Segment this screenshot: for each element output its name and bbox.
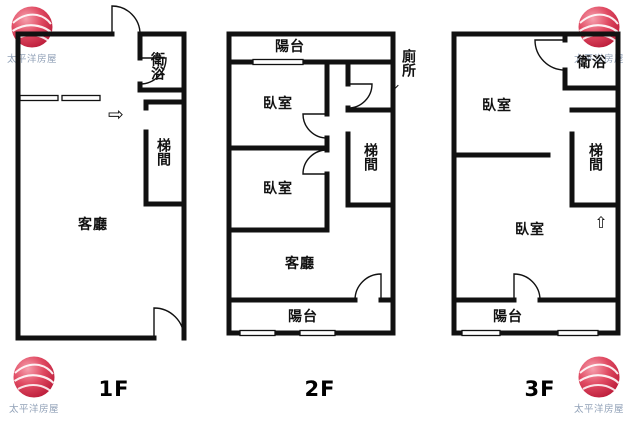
floorplan-2f	[226, 31, 396, 337]
logo-swirl	[578, 24, 620, 34]
watermark-top-left: 太平洋房屋	[0, 5, 64, 65]
window	[19, 94, 59, 102]
entry-arrow-icon: ⇨	[108, 103, 124, 126]
wall-path	[15, 31, 187, 341]
door-arc	[111, 5, 185, 339]
watermark-brand-text: 太平洋房屋	[8, 404, 59, 415]
pacific-realty-logo-icon	[578, 356, 620, 398]
pacific-realty-logo-icon	[11, 6, 53, 48]
logo-swirl	[13, 374, 55, 384]
window	[252, 58, 304, 66]
room-label-bath-1f: 衛浴	[149, 52, 165, 80]
floor-label-3f: 3F	[524, 377, 556, 401]
stairs-up-arrow-icon: ⇧	[594, 213, 608, 232]
door-arc	[302, 83, 382, 301]
watermark-brand-text: 太平洋房屋	[6, 54, 57, 65]
floor-label-1f: 1F	[98, 377, 130, 401]
doors-1f	[111, 5, 185, 339]
room-label-balcony-bottom-2f: 陽台	[288, 309, 318, 325]
room-label-bedroom-lower-2f: 臥室	[263, 181, 293, 197]
room-label-stairwell-2f: 梯間	[362, 143, 378, 171]
walls-2f	[226, 31, 396, 336]
watermark-bottom-left: 太平洋房屋	[2, 355, 66, 415]
room-label-toilet-2f: 廁所	[400, 49, 416, 77]
room-label-stairwell-1f: 梯間	[155, 138, 171, 166]
floorplan-1f	[15, 5, 187, 341]
watermark-bottom-right: 太平洋房屋	[567, 355, 631, 415]
windows-3f	[461, 329, 599, 337]
room-label-living-1f: 客廳	[78, 217, 108, 233]
logo-swirl	[579, 13, 619, 25]
wall-path	[226, 31, 396, 336]
doors-3f	[513, 39, 566, 301]
logo-swirl	[11, 24, 53, 34]
logo-swirl	[17, 384, 52, 392]
window	[61, 94, 101, 102]
door-arc	[513, 39, 566, 301]
watermark-brand-text: 太平洋房屋	[573, 54, 624, 65]
windows-2f	[239, 58, 336, 337]
toilet-pointer-arrow-icon: ↙	[389, 81, 401, 97]
walls-3f	[451, 31, 621, 336]
window	[239, 329, 276, 337]
room-label-balcony-top-2f: 陽台	[275, 39, 305, 55]
doors-2f	[302, 83, 382, 301]
logo-swirl	[14, 363, 54, 375]
watermark-brand-text: 太平洋房屋	[573, 404, 624, 415]
window	[299, 329, 336, 337]
floor-label-2f: 2F	[304, 377, 336, 401]
room-label-bath-3f: 衛浴	[577, 55, 607, 71]
windows-1f	[19, 94, 101, 102]
logo-swirl	[582, 384, 617, 392]
floorplan-3f	[451, 31, 621, 337]
window	[557, 329, 599, 337]
pacific-realty-logo-icon	[13, 356, 55, 398]
room-label-bedroom-lower-3f: 臥室	[515, 222, 545, 238]
wall-path	[451, 31, 621, 336]
logo-swirl	[578, 374, 620, 384]
room-label-living-2f: 客廳	[285, 256, 315, 272]
room-label-stairwell-3f: 梯間	[587, 143, 603, 171]
room-label-bedroom-upper-2f: 臥室	[263, 96, 293, 112]
room-label-balcony-3f: 陽台	[493, 309, 523, 325]
window	[461, 329, 501, 337]
logo-swirl	[12, 13, 52, 25]
room-label-bedroom-upper-3f: 臥室	[482, 98, 512, 114]
logo-swirl	[579, 363, 619, 375]
walls-1f	[15, 31, 187, 341]
